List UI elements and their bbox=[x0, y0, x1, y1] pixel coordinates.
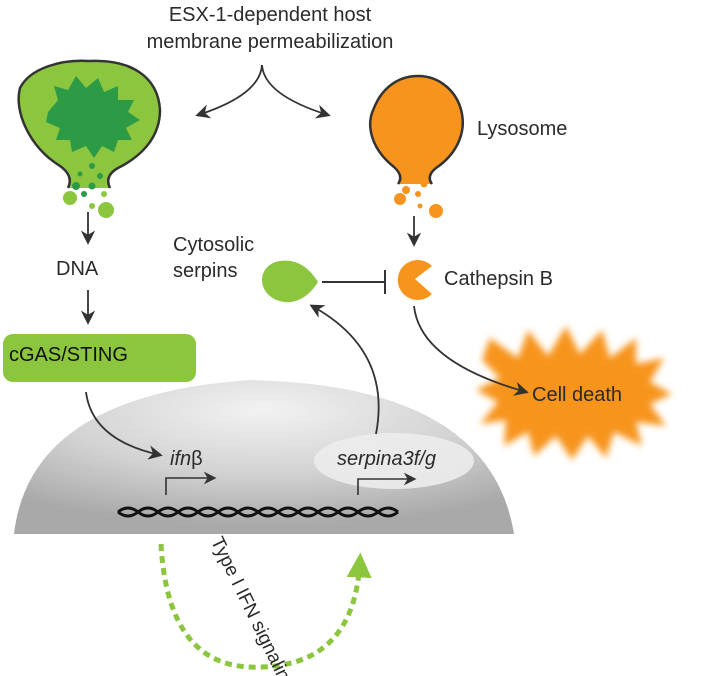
nucleus bbox=[14, 380, 514, 534]
ifnb-greek-beta: β bbox=[191, 448, 203, 470]
cell-death-label: Cell death bbox=[532, 384, 623, 406]
cgas-to-ifnb-arrow bbox=[85, 391, 163, 460]
ifnb-promoter-arrow bbox=[165, 471, 217, 495]
type1-ifn-dashed-arrow bbox=[158, 543, 372, 670]
cell-death-burst-icon bbox=[476, 326, 672, 460]
cathepsin-b-label: Cathepsin B bbox=[444, 268, 553, 290]
mitochondrion-icon bbox=[17, 59, 162, 218]
serpina-highlight bbox=[314, 433, 474, 489]
serpina-to-serpins-arrow bbox=[309, 304, 380, 435]
ifnb-label: ifnβ bbox=[170, 448, 203, 471]
cytosolic-serpins-line-2: serpins bbox=[173, 260, 238, 282]
cgas-sting-box bbox=[3, 334, 196, 382]
cathepsin-pacman-icon bbox=[397, 260, 432, 301]
title-line-2: membrane permeabilization bbox=[146, 31, 394, 53]
cathepsin-to-death-arrow bbox=[413, 305, 529, 396]
diagram-title: ESX-1-dependent host membrane permeabili… bbox=[0, 2, 540, 56]
ifnb-gene-name: ifn bbox=[170, 448, 192, 470]
lysosome-icon bbox=[369, 74, 465, 218]
dna-label: DNA bbox=[56, 258, 99, 280]
serpina-promoter-arrow bbox=[357, 472, 417, 495]
title-line-1: ESX-1-dependent host bbox=[168, 4, 372, 26]
serpin-blob-icon bbox=[262, 260, 318, 303]
split-arrows bbox=[195, 64, 331, 119]
serpin-inhibits-cathepsin bbox=[322, 270, 386, 294]
cgas-sting-label: cGAS/STING bbox=[9, 344, 128, 366]
cytosolic-serpins-label: Cytosolic serpins bbox=[173, 232, 254, 284]
dna-helix-icon bbox=[117, 506, 399, 518]
serpina-label: serpina3f/g bbox=[337, 448, 436, 470]
lysosome-label: Lysosome bbox=[477, 118, 568, 140]
cytosolic-serpins-line-1: Cytosolic bbox=[173, 234, 255, 256]
